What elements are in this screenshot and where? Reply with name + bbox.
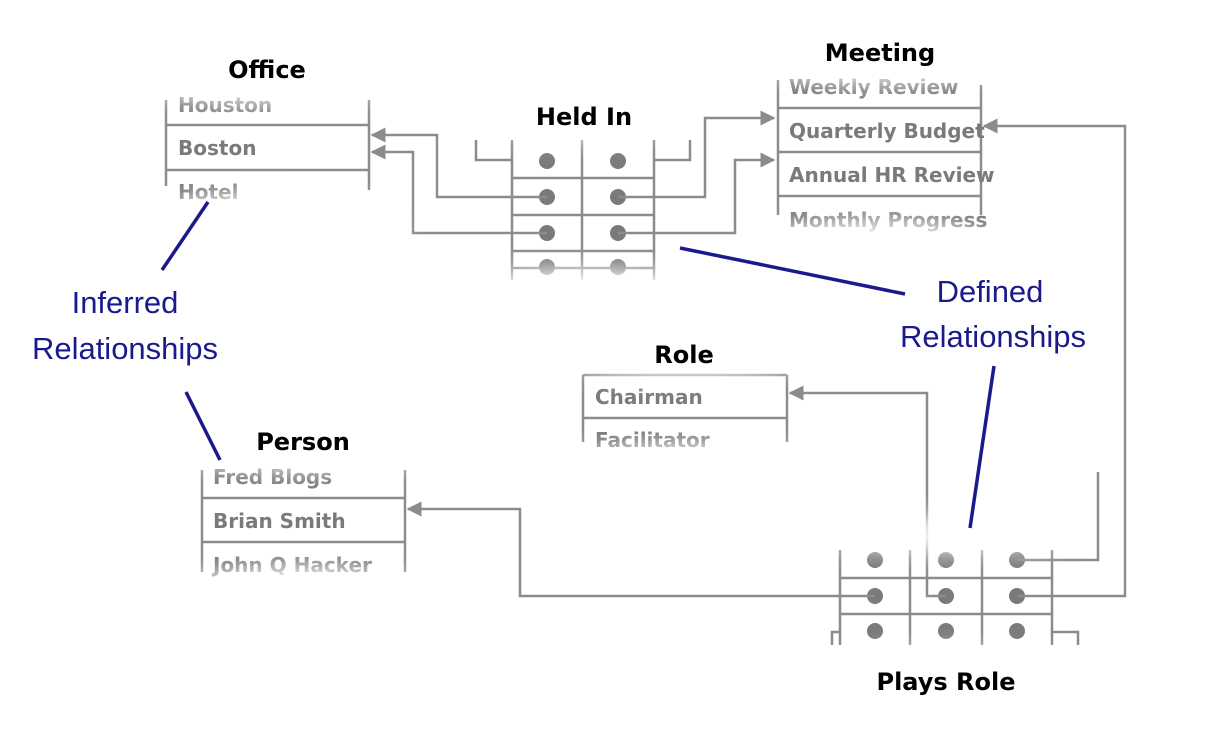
defined-label-line2: Relationships	[900, 319, 1086, 354]
plays-role-dot	[1009, 623, 1025, 639]
plays-role-dot	[867, 623, 883, 639]
plays-role-title-front: Plays Role	[876, 668, 1015, 696]
fade-overlays	[130, 42, 1070, 708]
plays-role-dot	[938, 552, 954, 568]
defined-label-line1: Defined	[937, 274, 1044, 309]
held-in-dot	[610, 153, 626, 169]
person-row: Brian Smith	[213, 509, 346, 533]
held-in-to-office-arrow	[370, 127, 547, 199]
connector-arrows	[370, 110, 1127, 598]
person-title-front: Person	[256, 428, 350, 456]
inferred-callout: Inferred Relationships	[32, 201, 222, 461]
plays-role-to-meeting-line	[1017, 472, 1100, 562]
office-title-front: Office	[228, 56, 306, 84]
meeting-row: Annual HR Review	[789, 163, 995, 187]
inferred-pointer-line	[184, 391, 222, 461]
office-row: Boston	[178, 136, 256, 160]
held-in-to-meeting-arrow	[618, 152, 776, 235]
plays-role-to-person-arrow	[406, 501, 875, 598]
role-title-front: Role	[654, 341, 713, 369]
meeting-row: Quarterly Budget	[789, 119, 985, 143]
inferred-label-line1: Inferred	[72, 285, 179, 320]
plays-role-dot	[938, 623, 954, 639]
inferred-pointer-line	[160, 201, 210, 271]
plays-role-to-role-arrow	[788, 385, 946, 598]
held-in-title-front: Held In	[536, 103, 632, 131]
held-in-to-meeting-arrow	[618, 110, 776, 199]
person-row: Fred Blogs	[213, 465, 332, 489]
defined-pointer-line	[679, 246, 906, 296]
defined-pointer-line	[968, 365, 996, 529]
inferred-label-line2: Relationships	[32, 331, 218, 366]
held-in-dot	[539, 153, 555, 169]
role-row: Chairman	[595, 385, 703, 409]
titles-overlay: Office Meeting Held In Role Person Plays…	[228, 39, 1015, 696]
plays-role-to-meeting-arrow	[982, 118, 1127, 598]
defined-callout: Defined Relationships	[679, 246, 1086, 529]
held-in-to-office-arrow	[370, 144, 547, 235]
meeting-title-front: Meeting	[825, 39, 935, 67]
plays-role-dot	[867, 552, 883, 568]
